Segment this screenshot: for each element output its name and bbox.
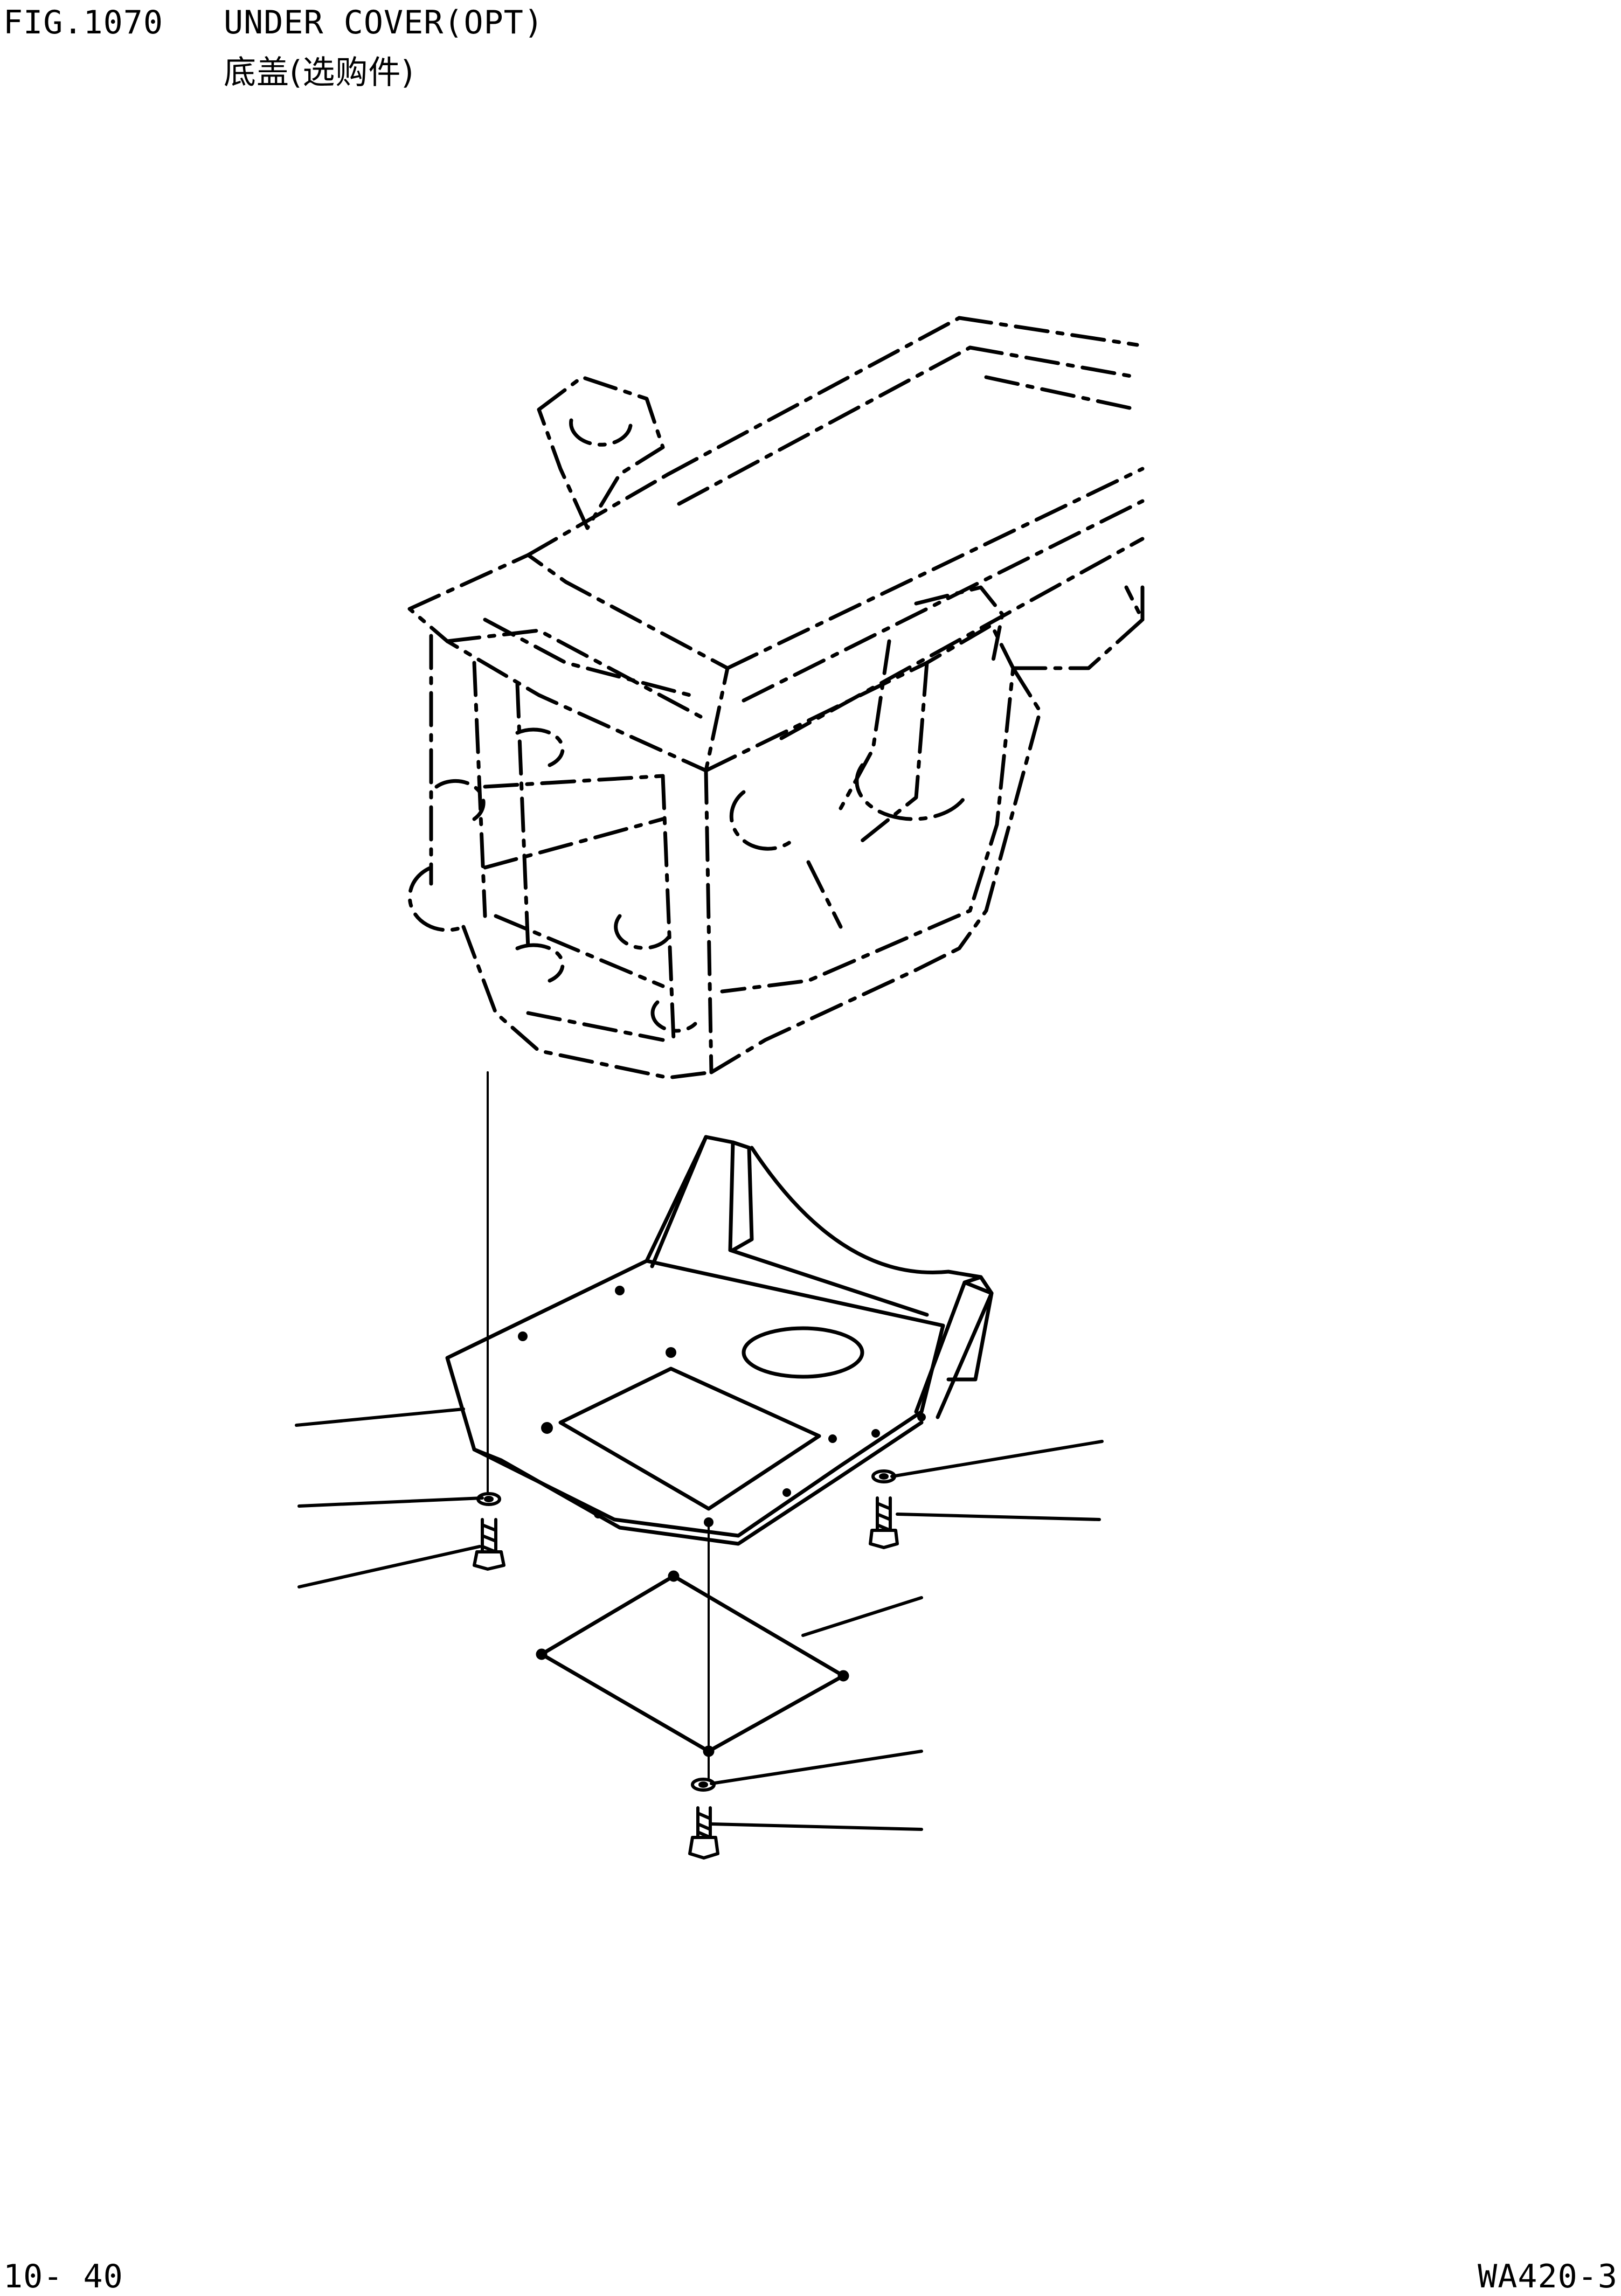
leader-washer-left [297, 1496, 484, 1508]
bolt-bottom [688, 1806, 719, 1860]
under-cover [445, 1135, 994, 1546]
leader-bolt-bottom [710, 1822, 923, 1831]
alignment-lines [487, 1071, 710, 1779]
figure-number: FIG.1070 [3, 4, 163, 41]
leader-under-cover [295, 1407, 465, 1427]
bolt-right [869, 1496, 899, 1549]
leader-cover-plate [801, 1596, 923, 1637]
leader-bolt-left [297, 1545, 481, 1589]
cover-plate [536, 1570, 849, 1757]
title-chinese: 底盖(选购件) [224, 54, 414, 92]
leader-washer-bottom [710, 1750, 923, 1785]
bolt-left [473, 1518, 505, 1571]
leader-washer-right [890, 1440, 1104, 1478]
page-number: 10- 40 [3, 2258, 123, 2295]
leader-lines [295, 1407, 1104, 1831]
leader-bolt-right [896, 1513, 1101, 1521]
cover-bolt-holes [518, 1286, 926, 1527]
title-english: UNDER COVER(OPT) [224, 4, 544, 41]
frame-phantom [407, 316, 1145, 1080]
model-code: WA420-3 [1478, 2258, 1618, 2295]
